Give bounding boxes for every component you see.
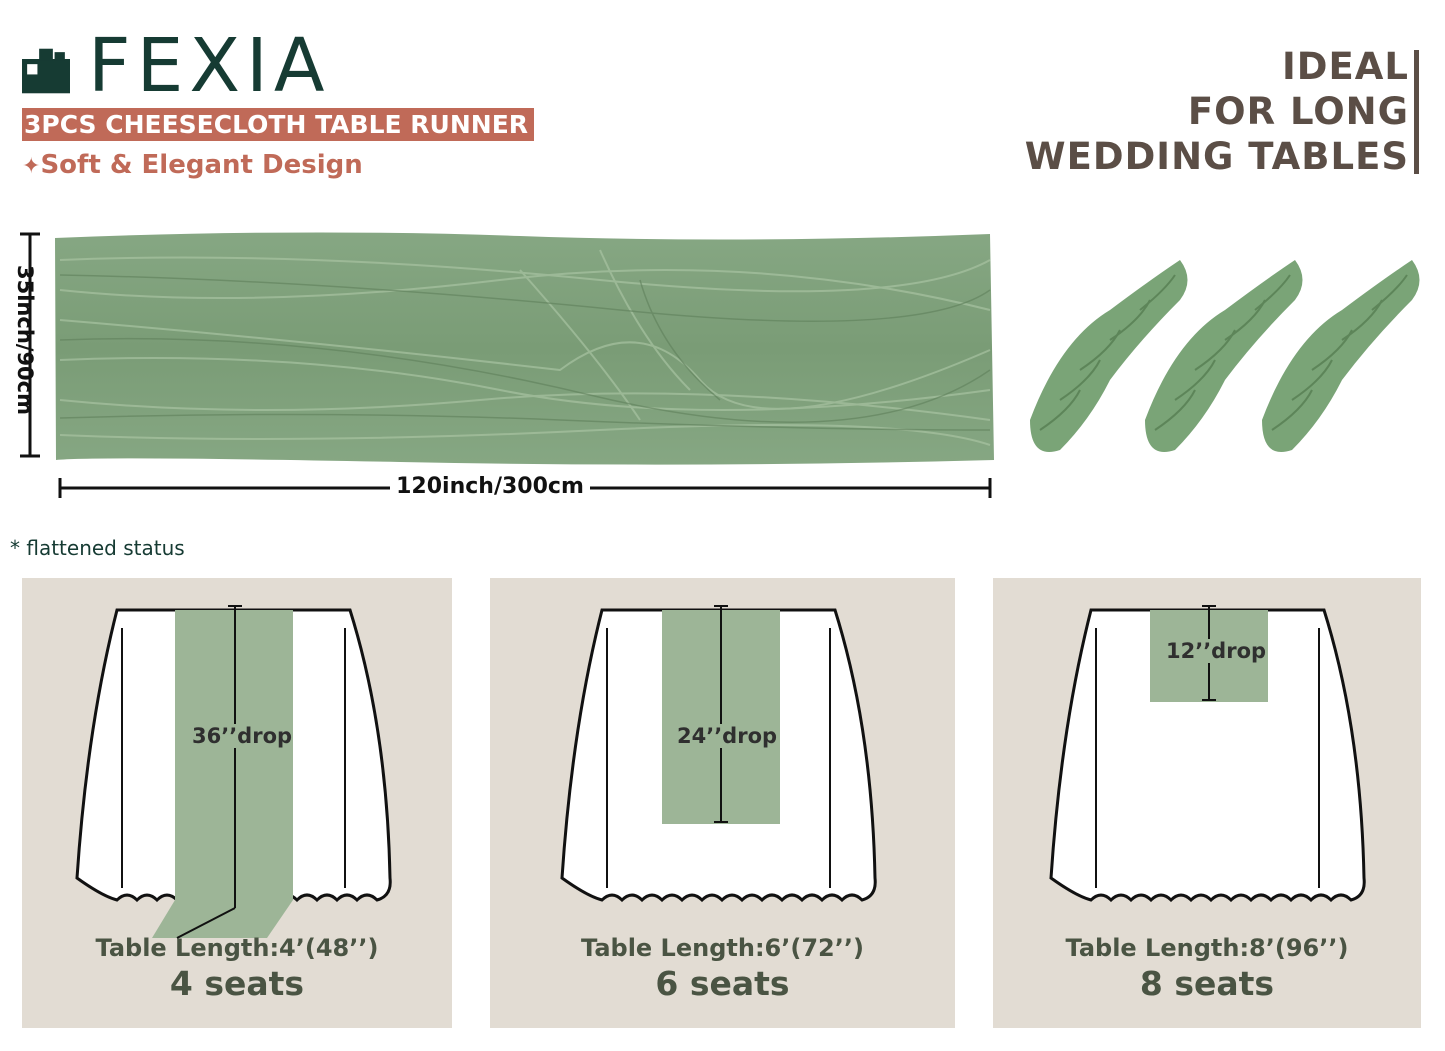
rolled-runner-1 [1030,260,1188,452]
ideal-line-3: WEDDING TABLES [1024,135,1409,178]
table-panel-8-seats: 12’’drop Table Length:8’(96’’) 8 seats [993,578,1421,1028]
rolled-runner-2 [1145,260,1303,452]
ideal-for-callout: IDEAL FOR LONG WEDDING TABLES [1025,44,1409,179]
table-panel-4-seats: 36’’drop Table Length:4’(48’’) 4 seats [22,578,452,1028]
runner-fabric [55,232,994,465]
table-length-label: Table Length:8’(96’’) [1065,934,1349,962]
rolled-runners [1030,260,1420,452]
ideal-divider [1414,50,1419,174]
drop-label-12: 12’’drop [1166,639,1267,663]
table-drawing-6-seats [560,605,877,903]
brand-name: FEXIA [88,23,331,109]
runner-illustration [20,232,1420,498]
runner-width-label: 120inch/300cm [390,474,590,499]
table-panel-6-seats: 24’’drop Table Length:6’(72’’) 6 seats [490,578,955,1028]
table-drawing-4-seats [75,605,392,939]
tagline: ✦Soft & Elegant Design [22,150,363,180]
seats-label: 8 seats [1139,964,1275,1003]
flattened-note: * flattened status [10,536,185,560]
rolled-runner-3 [1262,260,1420,452]
seats-label: 4 seats [169,964,305,1003]
seats-label: 6 seats [655,964,790,1003]
drop-label-36: 36’’drop [192,724,293,748]
brand-logo-icon [22,48,70,94]
sparkle-icon: ✦ [22,154,41,179]
table-length-label: Table Length:4’(48’’) [95,934,379,962]
drop-label-24: 24’’drop [677,724,778,748]
table-length-label: Table Length:6’(72’’) [581,934,864,962]
tagline-text: Soft & Elegant Design [40,150,363,180]
runner-height-label: 35inch/90cm [13,265,37,415]
height-dimension-line [20,232,40,458]
product-title-banner: 3PCS CHEESECLOTH TABLE RUNNER [22,108,535,141]
ideal-line-2: FOR LONG [1187,90,1409,133]
ideal-line-1: IDEAL [1282,45,1409,88]
